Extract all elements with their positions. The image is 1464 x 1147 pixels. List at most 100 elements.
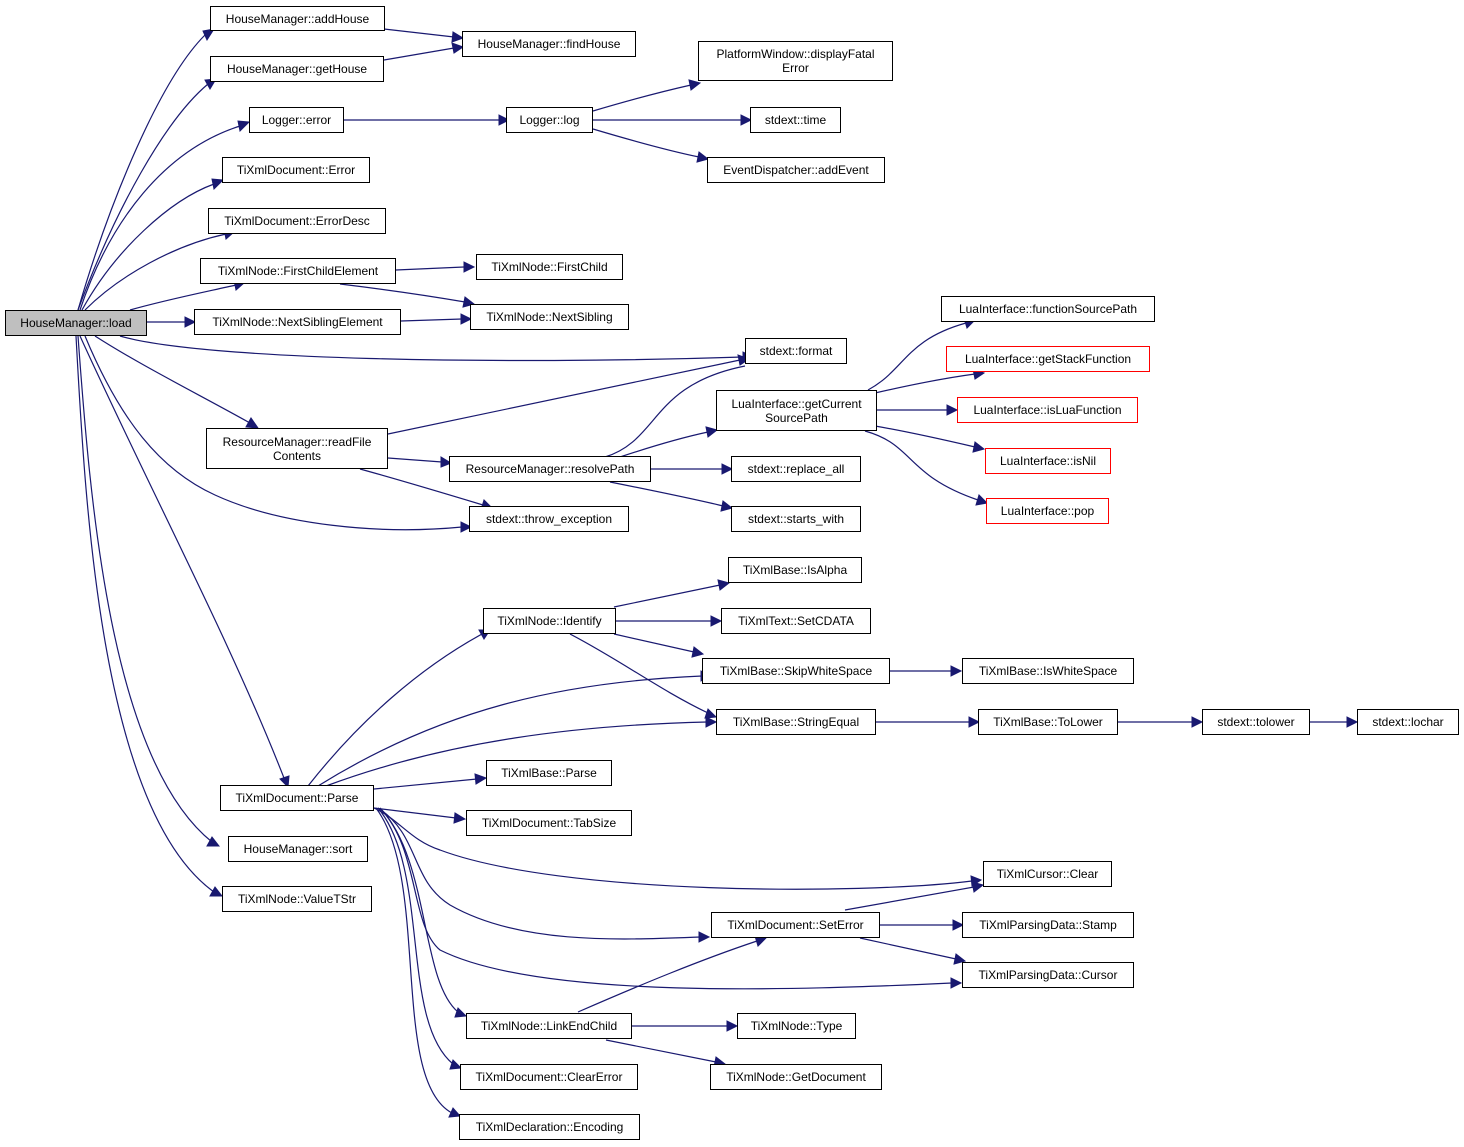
arrowhead	[691, 646, 705, 658]
arrowhead	[463, 261, 476, 273]
node-tixml-document-error[interactable]: TiXmlDocument::Error	[222, 157, 370, 183]
edge	[373, 778, 478, 790]
node-lua-interface-is-nil[interactable]: LuaInterface::isNil	[985, 448, 1111, 474]
node-tixml-document-error-desc[interactable]: TiXmlDocument::ErrorDesc	[208, 208, 386, 234]
edge	[874, 425, 976, 448]
node-house-manager-add-house[interactable]: HouseManager::addHouse	[210, 6, 385, 31]
arrowhead	[971, 881, 985, 893]
edge	[79, 335, 285, 779]
node-tixml-node-type[interactable]: TiXmlNode::Type	[737, 1013, 856, 1039]
node-tixml-document-set-error[interactable]: TiXmlDocument::SetError	[711, 912, 880, 938]
node-house-manager-get-house[interactable]: HouseManager::getHouse	[210, 56, 384, 82]
arrowhead	[946, 404, 959, 416]
node-tixml-parsing-data-cursor[interactable]: TiXmlParsingData::Cursor	[962, 962, 1134, 988]
edge	[592, 128, 700, 158]
node-tixml-cursor-clear[interactable]: TiXmlCursor::Clear	[983, 861, 1112, 887]
arrowhead	[237, 120, 251, 133]
node-stdext-replace-all[interactable]: stdext::replace_all	[731, 456, 861, 482]
arrowhead	[474, 773, 488, 785]
node-tixml-declaration-encoding[interactable]: TiXmlDeclaration::Encoding	[459, 1114, 640, 1140]
arrowhead	[705, 716, 718, 728]
arrowhead	[952, 919, 965, 931]
edge	[84, 335, 463, 531]
arrowhead	[279, 775, 290, 789]
edge	[317, 675, 703, 787]
node-lua-interface-get-current-source-path[interactable]: LuaInterface::getCurrent SourcePath	[716, 390, 877, 431]
edge	[867, 322, 967, 391]
node-tixml-base-to-lower[interactable]: TiXmlBase::ToLower	[978, 709, 1118, 735]
edge	[79, 125, 241, 311]
node-stdext-throw-exception[interactable]: stdext::throw_exception	[469, 506, 629, 532]
arrowhead	[705, 426, 719, 438]
node-event-dispatcher-add-event[interactable]: EventDispatcher::addEvent	[707, 157, 885, 183]
arrowhead	[704, 708, 718, 719]
edge	[359, 468, 484, 506]
node-stdext-tolower[interactable]: stdext::tolower	[1202, 709, 1310, 735]
edge	[325, 721, 708, 787]
arrowhead	[440, 456, 453, 468]
edge	[609, 481, 724, 507]
arrowhead	[1346, 716, 1359, 728]
node-lua-interface-function-source-path[interactable]: LuaInterface::functionSourcePath	[941, 296, 1155, 322]
node-resource-manager-read-file-contents[interactable]: ResourceManager::readFile Contents	[206, 428, 388, 469]
edge	[400, 318, 463, 322]
node-house-manager-sort[interactable]: HouseManager::sort	[228, 836, 368, 862]
node-stdext-lochar[interactable]: stdext::lochar	[1357, 709, 1459, 735]
node-tixml-text-set-cdata[interactable]: TiXmlText::SetCDATA	[721, 608, 871, 634]
node-logger-error[interactable]: Logger::error	[249, 107, 344, 133]
node-tixml-document-clear-error[interactable]: TiXmlDocument::ClearError	[460, 1064, 638, 1090]
node-tixml-node-value-tstr[interactable]: TiXmlNode::ValueTStr	[222, 886, 372, 912]
edge	[94, 335, 251, 424]
node-tixml-node-first-child[interactable]: TiXmlNode::FirstChild	[476, 254, 623, 280]
node-platform-window-display-fatal-error[interactable]: PlatformWindow::displayFatal Error	[698, 41, 893, 81]
node-tixml-base-string-equal[interactable]: TiXmlBase::StringEqual	[716, 709, 876, 735]
node-lua-interface-pop[interactable]: LuaInterface::pop	[986, 498, 1109, 524]
arrowhead	[726, 1020, 739, 1032]
arrowhead	[688, 79, 702, 91]
edge	[77, 83, 209, 311]
node-tixml-document-parse[interactable]: TiXmlDocument::Parse	[220, 785, 374, 811]
node-tixml-document-tab-size[interactable]: TiXmlDocument::TabSize	[466, 810, 632, 836]
node-tixml-node-identify[interactable]: TiXmlNode::Identify	[483, 608, 616, 634]
arrowhead	[449, 1059, 463, 1070]
edge	[569, 633, 709, 714]
node-tixml-node-first-child-element[interactable]: TiXmlNode::FirstChildElement	[200, 258, 396, 284]
edge	[81, 183, 215, 311]
node-logger-log[interactable]: Logger::log	[506, 107, 593, 133]
arrowhead	[950, 665, 963, 677]
edge	[613, 633, 695, 653]
node-house-manager-load: HouseManager::load	[5, 310, 147, 336]
arrowhead	[975, 494, 989, 506]
node-tixml-node-next-sibling-element[interactable]: TiXmlNode::NextSiblingElement	[194, 309, 401, 335]
node-house-manager-find-house[interactable]: HouseManager::findHouse	[462, 31, 636, 57]
node-stdext-format[interactable]: stdext::format	[745, 338, 847, 364]
node-resource-manager-resolve-path[interactable]: ResourceManager::resolvePath	[449, 456, 651, 482]
edge	[377, 807, 701, 940]
edge	[387, 359, 741, 435]
node-stdext-starts-with[interactable]: stdext::starts_with	[731, 506, 861, 532]
edge	[874, 373, 976, 394]
edge	[859, 937, 957, 960]
node-lua-interface-is-lua-function[interactable]: LuaInterface::isLuaFunction	[957, 397, 1138, 423]
node-tixml-node-get-document[interactable]: TiXmlNode::GetDocument	[710, 1064, 882, 1090]
edge	[383, 47, 455, 61]
node-tixml-base-skip-white-space[interactable]: TiXmlBase::SkipWhiteSpace	[702, 658, 890, 684]
node-lua-interface-get-stack-function[interactable]: LuaInterface::getStackFunction	[946, 346, 1150, 372]
node-tixml-base-parse[interactable]: TiXmlBase::Parse	[486, 760, 612, 786]
node-tixml-node-link-end-child[interactable]: TiXmlNode::LinkEndChild	[466, 1013, 632, 1039]
arrowhead	[717, 579, 731, 591]
node-tixml-parsing-data-stamp[interactable]: TiXmlParsingData::Stamp	[962, 912, 1134, 938]
edge	[339, 283, 466, 303]
arrowhead	[696, 151, 710, 163]
arrowhead	[698, 931, 711, 943]
arrowhead	[953, 953, 967, 965]
edge	[377, 807, 454, 1065]
node-tixml-base-is-white-space[interactable]: TiXmlBase::IsWhiteSpace	[962, 658, 1134, 684]
node-stdext-time[interactable]: stdext::time	[750, 107, 841, 133]
node-tixml-base-is-alpha[interactable]: TiXmlBase::IsAlpha	[728, 557, 862, 583]
arrowhead	[454, 1007, 468, 1018]
arrowhead	[498, 114, 511, 126]
node-tixml-node-next-sibling[interactable]: TiXmlNode::NextSibling	[470, 304, 629, 330]
edge	[613, 584, 721, 608]
edge	[84, 233, 227, 311]
